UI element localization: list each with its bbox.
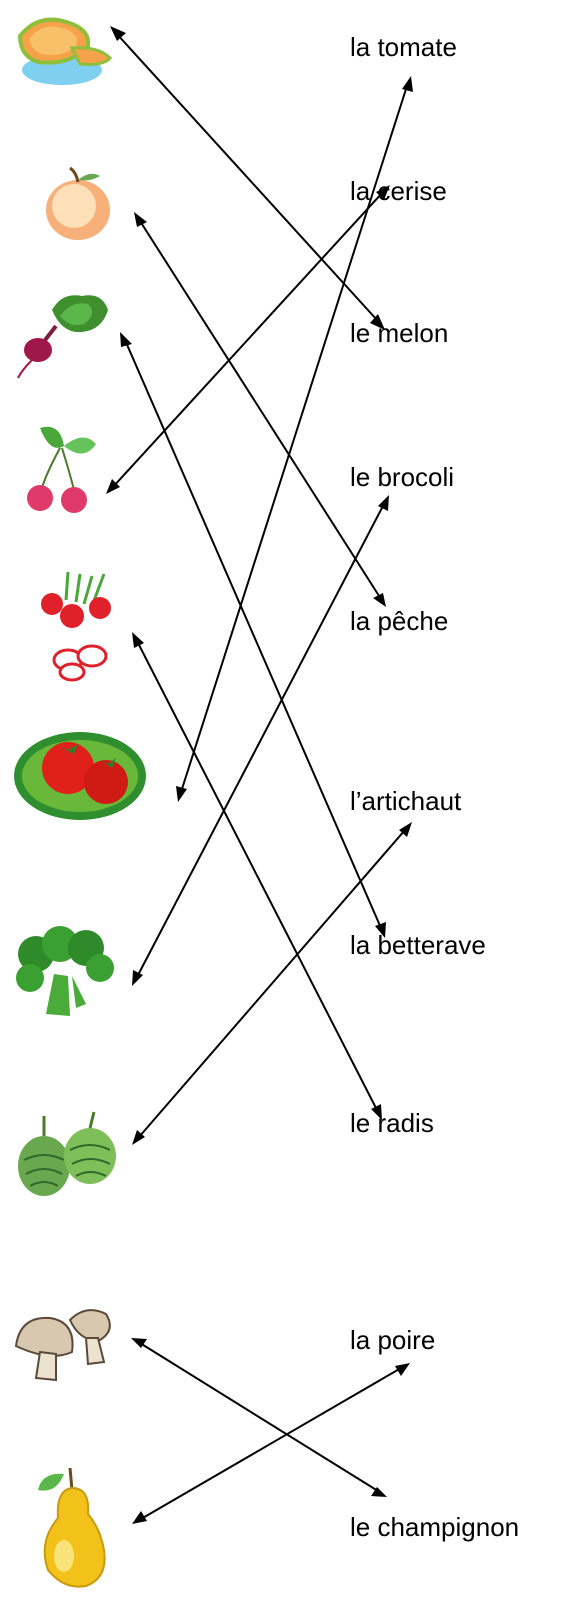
word-le-brocoli: le brocoli	[350, 462, 455, 492]
arrow-melon-link	[110, 26, 385, 330]
melon-icon	[17, 17, 112, 85]
broccoli-icon	[16, 926, 114, 1016]
arrow-beet-link	[120, 332, 386, 938]
arrow-broccoli-link	[132, 495, 389, 986]
radishes-icon	[41, 571, 111, 682]
word-le-melon: le melon	[350, 318, 449, 348]
arrow-peach-link	[134, 212, 386, 607]
cherries-icon	[27, 426, 96, 513]
arrow-artichoke-link	[132, 822, 412, 1145]
word-la-poire: la poire	[350, 1325, 436, 1355]
pear-icon	[38, 1467, 106, 1588]
beet-icon	[17, 295, 108, 379]
artichoke-icon	[18, 1111, 116, 1196]
word-l-artichaut: l’artichaut	[350, 786, 462, 816]
word-la-peche: la pêche	[350, 606, 449, 636]
word-le-radis: le radis	[350, 1108, 434, 1138]
arrow-tomatoes-link	[176, 76, 413, 802]
peach-icon	[46, 166, 110, 240]
arrow-cherries-link	[106, 185, 390, 494]
word-la-tomate: la tomate	[350, 32, 457, 62]
arrow-radishes-link	[132, 632, 382, 1120]
arrow-pear-link	[132, 1363, 410, 1524]
word-le-champignon: le champignon	[350, 1512, 520, 1542]
arrow-mushrooms-link	[131, 1338, 387, 1497]
word-la-cerise: la cerise	[350, 176, 447, 206]
word-la-betterave: la betterave	[350, 930, 486, 960]
mushrooms-icon	[14, 1309, 111, 1382]
tomatoes-icon	[14, 732, 146, 820]
